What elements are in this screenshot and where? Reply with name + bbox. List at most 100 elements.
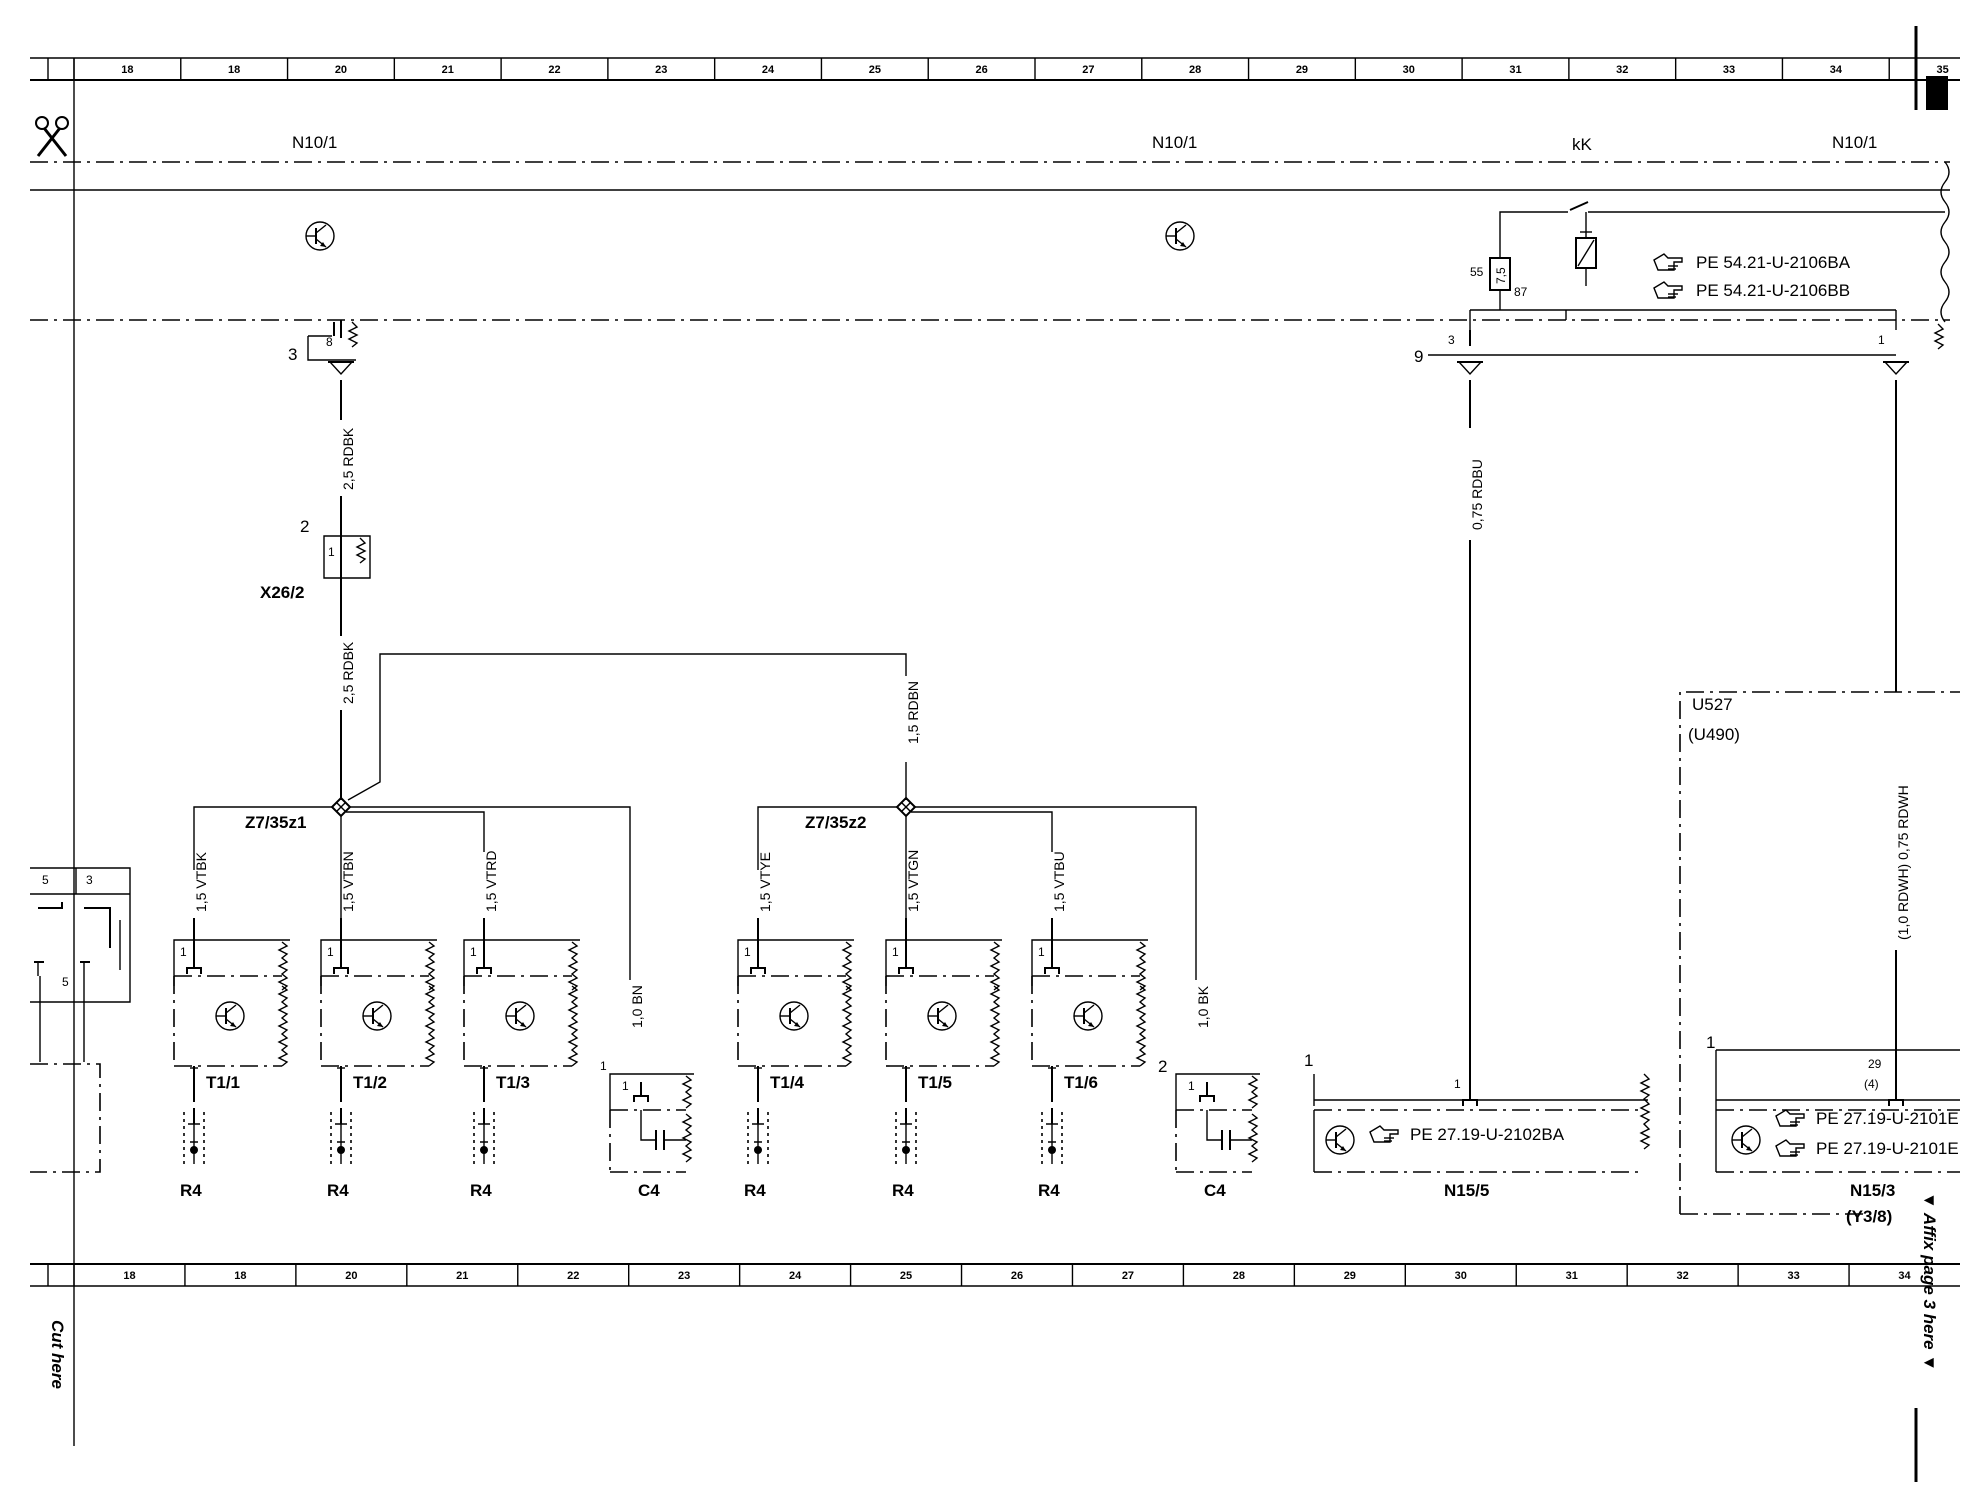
wire-bn: 1,0 BN — [629, 985, 645, 1028]
pin-8-label: 8 — [326, 335, 333, 349]
injector-pin: 1 — [327, 945, 334, 959]
injector-t1-3[interactable]: 1T1/3R4 — [463, 918, 580, 1200]
pointing-hand-icon — [1775, 1139, 1805, 1157]
grid-column-number: 34 — [1898, 1270, 1911, 1282]
resistor-r4-label: R4 — [892, 1181, 914, 1200]
grid-column-number: 27 — [1082, 64, 1094, 76]
resistor-r4-label: R4 — [1038, 1181, 1060, 1200]
injector-label: T1/2 — [353, 1073, 387, 1092]
wire-vtbu: 1,5 VTBU — [1051, 851, 1067, 912]
grid-column-number: 22 — [567, 1270, 579, 1282]
grid-column-number: 20 — [345, 1270, 357, 1282]
pe-ref-54-bb-text: PE 54.21-U-2106BB — [1696, 281, 1850, 300]
u527-label: U527 — [1692, 695, 1733, 714]
n15-5-pin: 1 — [1454, 1077, 1461, 1091]
module-u527[interactable] — [1679, 691, 1960, 1215]
pe-ref-27-2101a-text: PE 27.19-U-2101E — [1816, 1109, 1959, 1128]
wire-runs — [340, 380, 1897, 1092]
header-n10-1-a: N10/1 — [292, 133, 337, 152]
transistor-icon — [927, 1001, 957, 1031]
cut-here-label: Cut here — [48, 1320, 67, 1389]
grid-column-number: 23 — [678, 1270, 690, 1282]
connector-x26-2[interactable] — [323, 535, 371, 579]
grid-column-number: 24 — [762, 64, 775, 76]
x26-2-label: X26/2 — [260, 583, 304, 602]
pe-ref-27-2101b[interactable]: PE 27.19-U-2101E — [1775, 1139, 1959, 1158]
grid-column-number: 32 — [1616, 64, 1628, 76]
pe-ref-54-ba[interactable]: PE 54.21-U-2106BA — [1653, 253, 1851, 272]
injector-t1-4[interactable]: 1T1/4R4 — [737, 918, 854, 1200]
pe-ref-27-2102[interactable]: PE 27.19-U-2102BA — [1369, 1125, 1565, 1144]
transistor-icon — [1325, 1125, 1355, 1155]
grid-column-number: 25 — [900, 1270, 912, 1282]
injector-pin: 1 — [1038, 945, 1045, 959]
grid-column-number: 25 — [869, 64, 881, 76]
relay-kk — [1469, 201, 1945, 330]
wire-vtgn: 1,5 VTGN — [905, 850, 921, 912]
z7-35z1-label: Z7/35z1 — [245, 813, 306, 832]
grid-column-number: 21 — [442, 64, 454, 76]
pointing-hand-icon — [1775, 1109, 1805, 1127]
pin-symbol — [1462, 1092, 1478, 1106]
wire-rdbk-1: 2,5 RDBK — [340, 427, 356, 490]
grid-column-number: 31 — [1566, 1270, 1578, 1282]
grid-column-number: 34 — [1830, 64, 1843, 76]
left-pin-5a: 5 — [42, 873, 49, 887]
transistor-icon — [505, 1001, 535, 1031]
module-n15-3[interactable] — [1715, 1049, 1960, 1173]
partial-connector-left[interactable] — [30, 867, 131, 1173]
splice-z7-35z2[interactable] — [757, 796, 1197, 980]
injector-t1-2[interactable]: 1T1/2R4 — [320, 918, 437, 1200]
n15-3-label: N15/3 — [1850, 1181, 1895, 1200]
injector-t1-6[interactable]: 1T1/6R4 — [1031, 918, 1148, 1200]
wire-vtrd: 1,5 VTRD — [483, 851, 499, 912]
resistor-r4-label: R4 — [180, 1181, 202, 1200]
x26-2-pin-1: 1 — [328, 545, 335, 559]
injector-pin: 1 — [470, 945, 477, 959]
pin-3-right-label: 3 — [1448, 333, 1455, 347]
pin-symbol — [1883, 361, 1909, 376]
c4-2-pin: 1 — [1188, 1079, 1195, 1093]
transistor-icon — [362, 1001, 392, 1031]
n15-3-outer-pin: 1 — [1706, 1033, 1715, 1052]
injector-pin: 1 — [180, 945, 187, 959]
grid-column-number: 23 — [655, 64, 667, 76]
grid-column-number: 31 — [1509, 64, 1521, 76]
wire-vtbn: 1,5 VTBN — [340, 851, 356, 912]
c4-2-outer-pin: 2 — [1158, 1057, 1167, 1076]
wire-rdwh: (1,0 RDWH) 0,75 RDWH — [1895, 785, 1911, 940]
pointing-hand-icon — [1369, 1125, 1399, 1143]
injector-label: T1/1 — [206, 1073, 240, 1092]
module-n15-5[interactable] — [1313, 1073, 1651, 1173]
wire-bk: 1,0 BK — [1195, 985, 1211, 1028]
c4-1-pin: 1 — [622, 1079, 629, 1093]
pe-ref-27-2101a[interactable]: PE 27.19-U-2101E — [1775, 1109, 1959, 1128]
wire-rdbk-2: 2,5 RDBK — [340, 641, 356, 704]
injector-t1-5[interactable]: 1T1/5R4 — [885, 918, 1002, 1200]
grid-column-number: 21 — [456, 1270, 468, 1282]
left-pin-3a: 3 — [86, 873, 93, 887]
affix-page-label: ▼ Affix page 3 here ▼ — [1920, 1192, 1939, 1371]
pin-symbol — [1888, 1092, 1904, 1106]
x26-2-pin-2: 2 — [300, 517, 309, 536]
grid-column-number: 26 — [975, 64, 987, 76]
transistor-icon — [1073, 1001, 1103, 1031]
transistor-icon — [779, 1001, 809, 1031]
z7-35z2-label: Z7/35z2 — [805, 813, 866, 832]
pin-symbol — [328, 361, 354, 376]
injector-t1-1[interactable]: 1T1/1R4 — [173, 918, 290, 1200]
grid-column-number: 27 — [1122, 1270, 1134, 1282]
capacitor-c4-1[interactable] — [609, 1073, 694, 1173]
resistor-r4-label: R4 — [744, 1181, 766, 1200]
capacitor-c4-2[interactable] — [1175, 1073, 1260, 1173]
injector-pin: 1 — [892, 945, 899, 959]
injector-label: T1/6 — [1064, 1073, 1098, 1092]
c4-2-label: C4 — [1204, 1181, 1226, 1200]
pe-ref-54-bb[interactable]: PE 54.21-U-2106BB — [1653, 281, 1850, 300]
wire-rdbu: 0,75 RDBU — [1469, 459, 1485, 530]
transistor-icon — [1165, 221, 1195, 251]
pin-1-right-label: 1 — [1878, 333, 1885, 347]
